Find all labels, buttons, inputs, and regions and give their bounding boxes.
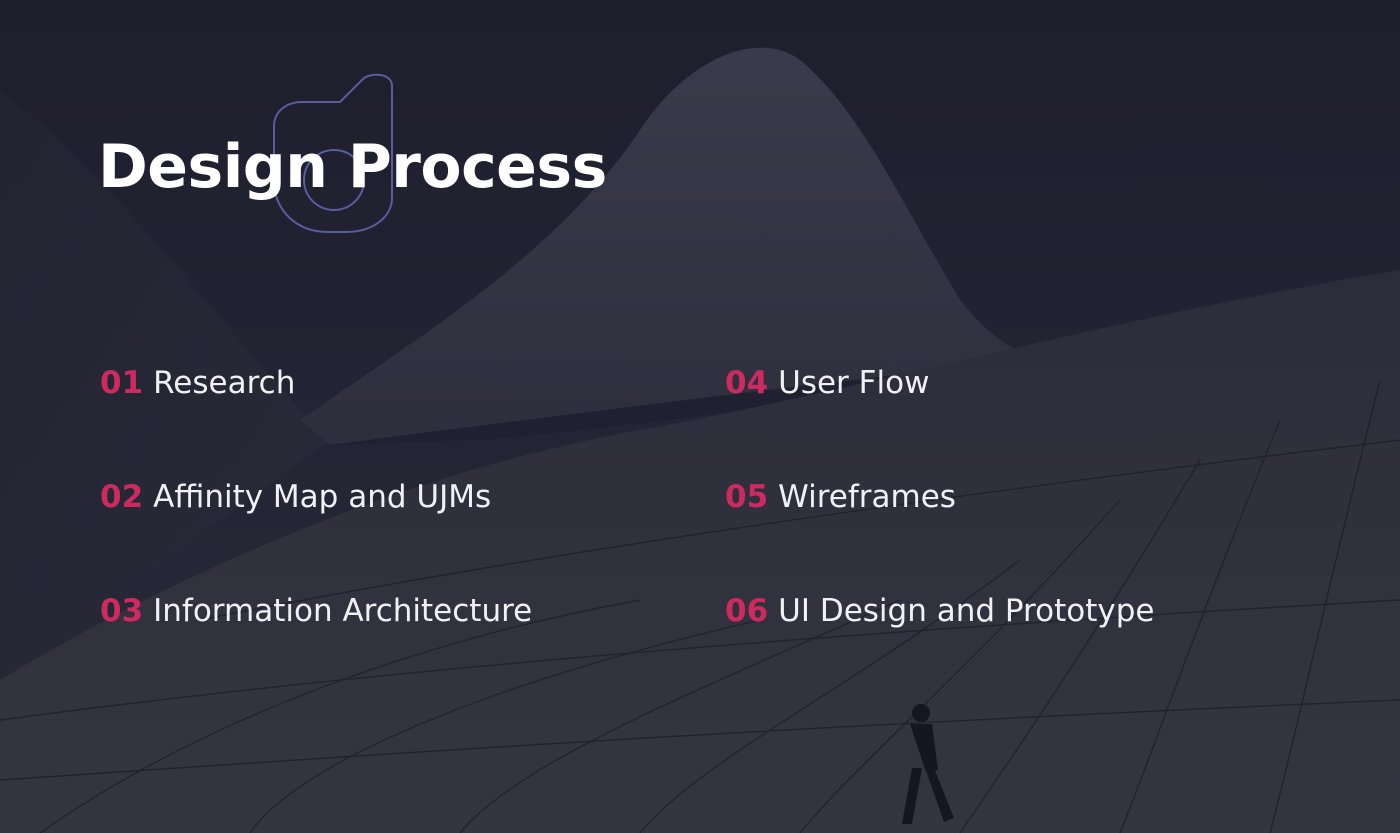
step-number: 05 bbox=[725, 479, 769, 515]
step-label: UI Design and Prototype bbox=[778, 593, 1155, 629]
step-number: 02 bbox=[100, 479, 144, 515]
step-label: Research bbox=[153, 365, 296, 401]
step-number: 01 bbox=[100, 365, 144, 401]
step-label: User Flow bbox=[778, 365, 930, 401]
step-label: Affinity Map and UJMs bbox=[153, 479, 492, 515]
step-label: Wireframes bbox=[778, 479, 956, 515]
outlined-d-logo-icon bbox=[273, 73, 393, 233]
step-number: 04 bbox=[725, 365, 769, 401]
step-label: Information Architecture bbox=[153, 593, 533, 629]
step-number: 06 bbox=[725, 593, 769, 629]
page-title: Design Process bbox=[98, 132, 607, 202]
step-number: 03 bbox=[100, 593, 144, 629]
